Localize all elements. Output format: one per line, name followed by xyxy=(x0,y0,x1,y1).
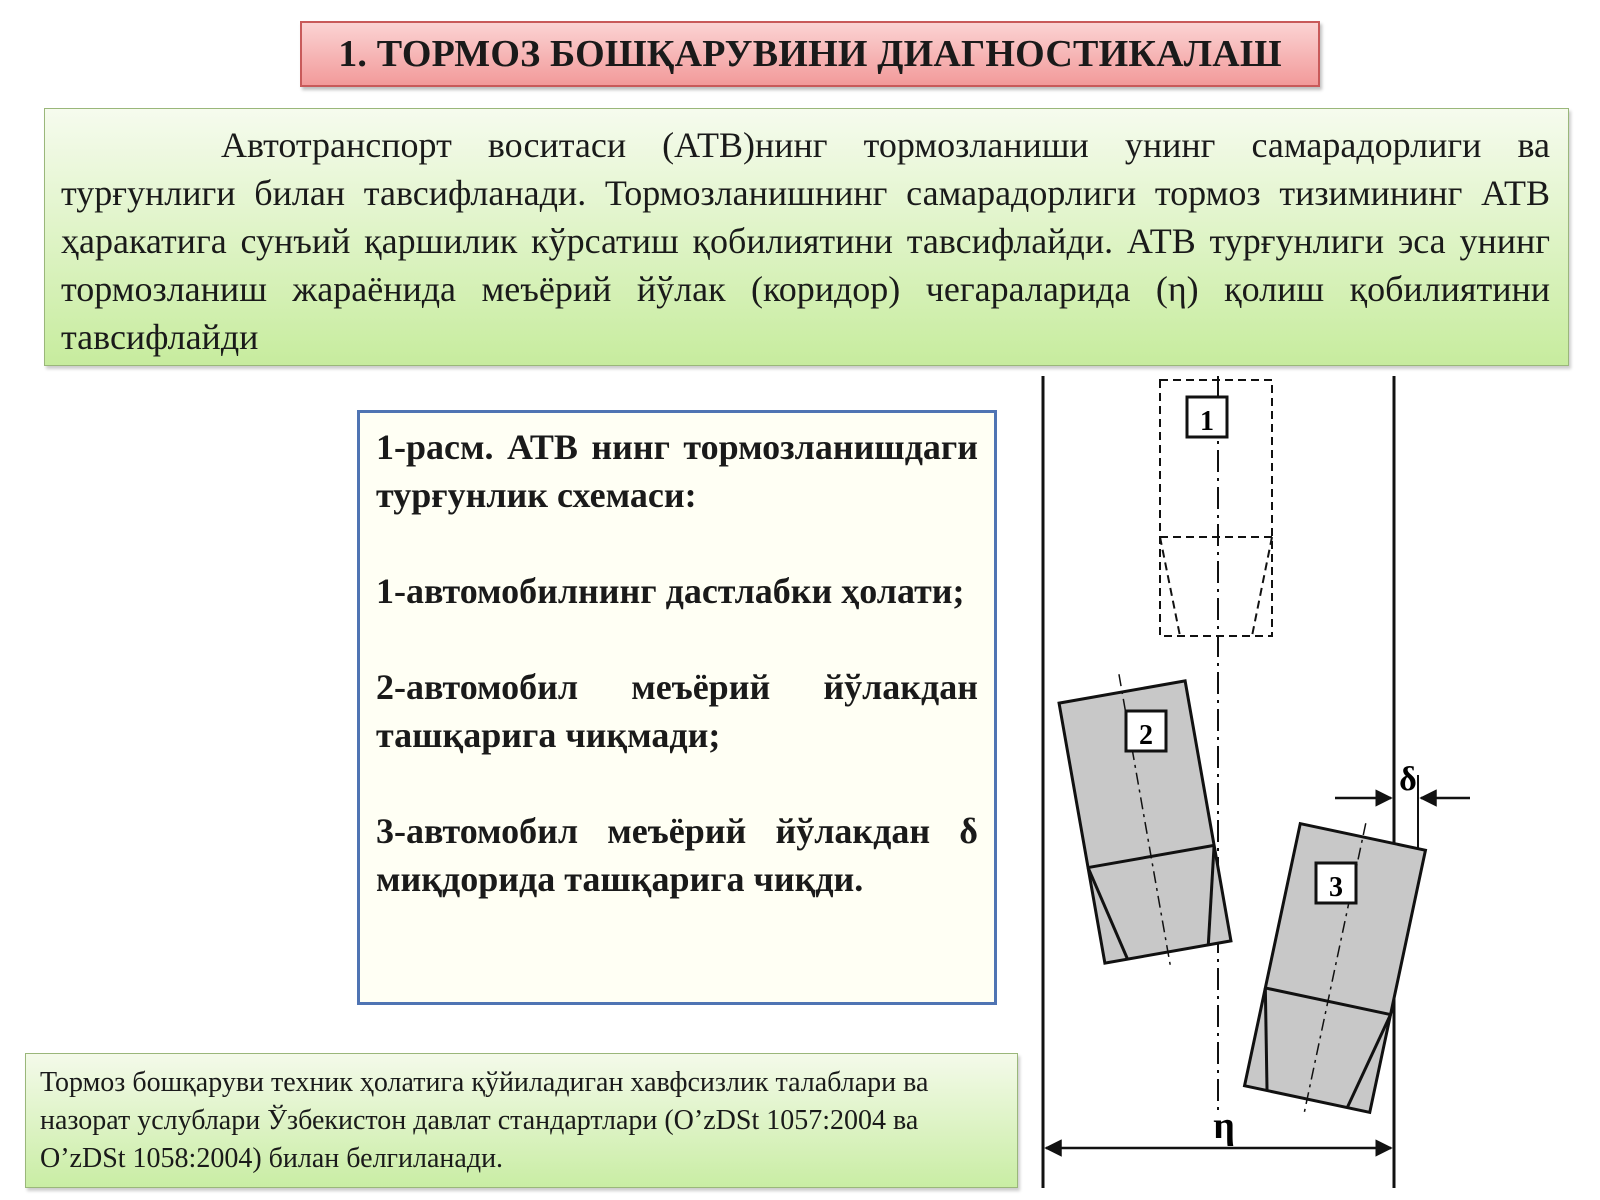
caption-item-3: 3-автомобил меъёрий йўлакдан δ миқдорида… xyxy=(376,811,978,899)
car-1-label-box xyxy=(1185,395,1229,439)
figure-caption-panel: 1-расм. АТВ нинг тормозланишдаги турғунл… xyxy=(357,410,997,1005)
car-3-label-box xyxy=(1314,861,1358,905)
car-1-initial-position xyxy=(1159,379,1273,637)
eta-label: η xyxy=(1213,1105,1235,1147)
delta-label: δ xyxy=(1399,761,1417,798)
car-3-label: 3 xyxy=(1329,872,1343,903)
intro-text-panel: Автотранспорт воситаси (АТВ)нинг тормозл… xyxy=(44,108,1569,366)
car-2-label: 2 xyxy=(1139,720,1153,751)
caption-item-1: 1-автомобилнинг дастлабки ҳолати; xyxy=(376,571,965,611)
page-title: 1. ТОРМОЗ БОШҚАРУВИНИ ДИАГНОСТИКАЛАШ xyxy=(300,21,1320,87)
braking-stability-diagram: 1 2 3 δ η xyxy=(1041,376,1470,1188)
car-2-label-box xyxy=(1124,709,1168,753)
car-1-label: 1 xyxy=(1200,406,1214,437)
standards-note-panel: Тормоз бошқаруви техник ҳолатига қўйилад… xyxy=(25,1053,1018,1188)
caption-item-2: 2-автомобил меъёрий йўлакдан ташқарига ч… xyxy=(376,667,978,755)
car-3-position xyxy=(1242,821,1428,1115)
car-2-position xyxy=(1057,674,1233,968)
figure-caption-title: 1-расм. АТВ нинг тормозланишдаги турғунл… xyxy=(376,427,978,515)
